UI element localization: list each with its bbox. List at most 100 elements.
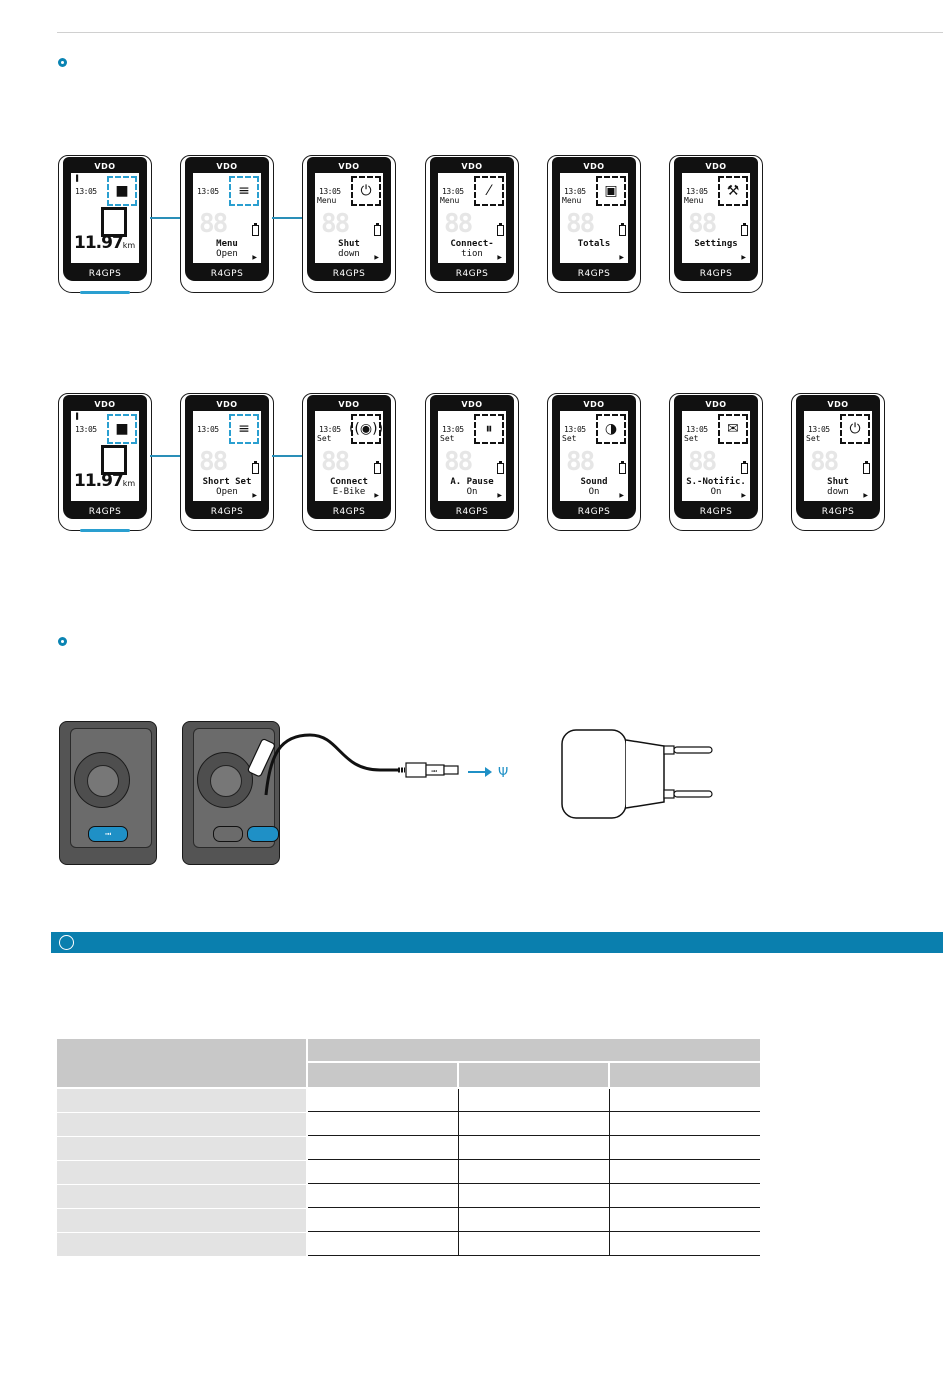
- device-brand: VDO: [583, 162, 605, 171]
- screen-label-line1: Shut: [827, 477, 849, 487]
- data-table: [57, 1039, 760, 1256]
- next-arrow-icon: ▶: [497, 255, 502, 261]
- usb-port-cover: ⭲: [88, 826, 128, 842]
- clock-time: 13:05: [75, 187, 97, 196]
- screen-label-line2: On: [588, 487, 600, 497]
- ghost-digits: 88: [444, 447, 473, 477]
- distance-readout: 11.97km: [74, 471, 135, 491]
- sequence-connector: [272, 217, 302, 219]
- signal-icon: ▐: [74, 414, 79, 420]
- battery-frame-icon: [101, 207, 127, 237]
- sound-icon: ◑: [596, 414, 626, 444]
- power-icon: ⏻: [351, 176, 381, 206]
- table-subheader-cell: [459, 1063, 608, 1087]
- ghost-digits: 88: [566, 447, 595, 477]
- screen-label-line1: Totals: [577, 239, 611, 249]
- table-divider: [458, 1089, 459, 1256]
- device-brand: VDO: [338, 400, 360, 409]
- top-rule: [57, 32, 943, 33]
- next-arrow-icon: ▶: [252, 493, 257, 499]
- screen-label-line1: Short Set: [202, 477, 252, 487]
- screen-label-line1: Shut: [338, 239, 360, 249]
- clock-time: 13:05: [564, 187, 586, 196]
- distance-value: 11.97: [74, 471, 124, 491]
- menu-context-label: Menu: [317, 196, 337, 205]
- ghost-digits: 88: [444, 209, 473, 239]
- table-header-group: [308, 1039, 760, 1061]
- clock-time: 13:05: [319, 187, 341, 196]
- next-arrow-icon: ▶: [863, 493, 868, 499]
- screen-label-line2: Open: [216, 249, 238, 259]
- svg-text:Ψ: Ψ: [498, 766, 508, 781]
- device-model: R4GPS: [577, 507, 611, 517]
- ghost-digits: 88: [199, 209, 228, 239]
- stop-icon: ■: [107, 414, 137, 444]
- device-model: R4GPS: [210, 269, 244, 279]
- device-brand: VDO: [827, 400, 849, 409]
- usb-port-open: [213, 826, 243, 842]
- device-model: R4GPS: [577, 269, 611, 279]
- distance-value: 11.97: [74, 233, 124, 253]
- battery-icon: [374, 461, 381, 474]
- clock-time: 13:05: [75, 425, 97, 434]
- device-brand: VDO: [461, 400, 483, 409]
- ghost-digits: 88: [688, 447, 717, 477]
- next-arrow-icon: ▶: [252, 255, 257, 261]
- screen-label-line2: Open: [216, 487, 238, 497]
- battery-icon: [741, 223, 748, 236]
- device-brand: VDO: [94, 400, 116, 409]
- stop-icon: ■: [107, 176, 137, 206]
- device-brand: VDO: [461, 162, 483, 171]
- save-icon: ▣: [596, 176, 626, 206]
- button-highlight: [80, 291, 130, 294]
- device-model: R4GPS: [88, 507, 122, 517]
- device-brand: VDO: [705, 400, 727, 409]
- device-model: R4GPS: [210, 507, 244, 517]
- table-row: [57, 1137, 760, 1160]
- battery-icon: [252, 223, 259, 236]
- menu-context-label: Set: [440, 434, 455, 443]
- battery-icon: [619, 461, 626, 474]
- screen-label-line1: Settings: [694, 239, 738, 249]
- ghost-digits: 88: [810, 447, 839, 477]
- menu-context-label: Menu: [684, 196, 704, 205]
- wrench-icon: ⚒: [718, 176, 748, 206]
- wall-charger: [561, 729, 713, 819]
- device-brand: VDO: [705, 162, 727, 171]
- section-header-bar: [51, 932, 943, 953]
- menu-icon: ≡: [229, 176, 259, 206]
- power-icon: ⏻: [840, 414, 870, 444]
- mount-disc: [197, 752, 253, 808]
- battery-icon: [252, 461, 259, 474]
- ghost-digits: 88: [688, 209, 717, 239]
- next-arrow-icon: ▶: [497, 493, 502, 499]
- screen-label-line2: On: [710, 487, 722, 497]
- device-model: R4GPS: [699, 507, 733, 517]
- table-row: [57, 1209, 760, 1232]
- battery-icon: [497, 461, 504, 474]
- next-arrow-icon: ▶: [374, 255, 379, 261]
- clock-time: 13:05: [442, 425, 464, 434]
- battery-icon: [863, 461, 870, 474]
- table-divider: [609, 1089, 610, 1256]
- distance-readout: 11.97km: [74, 233, 135, 253]
- menu-context-label: Menu: [562, 196, 582, 205]
- next-arrow-icon: ▶: [741, 255, 746, 261]
- sequence-connector: [150, 217, 180, 219]
- mount-disc: [74, 752, 130, 808]
- clock-time: 13:05: [319, 425, 341, 434]
